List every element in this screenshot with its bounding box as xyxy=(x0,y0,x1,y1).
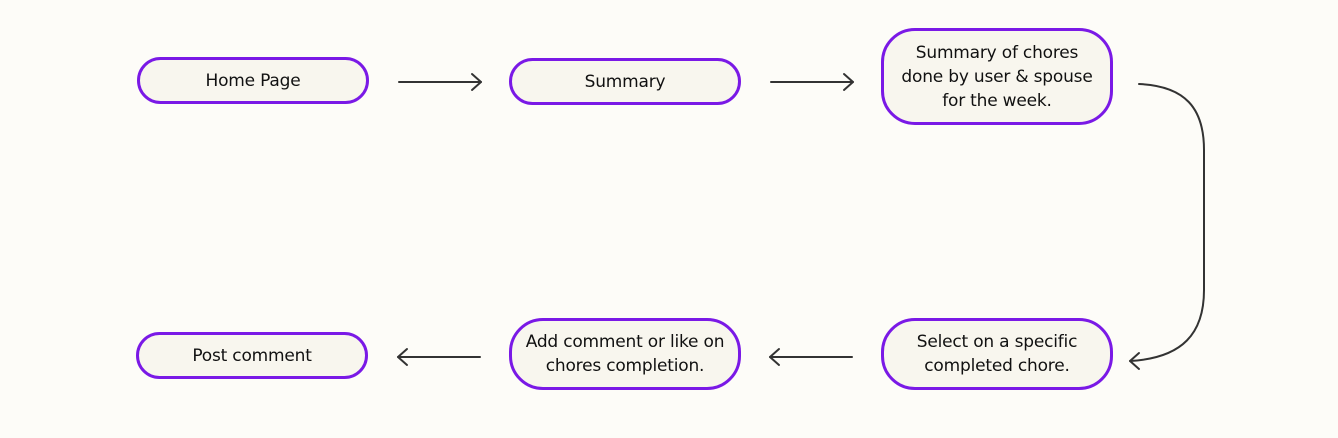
arrow-add-to-post xyxy=(397,348,481,366)
node-add-comment-label: Add comment or like on chores completion… xyxy=(525,332,725,376)
node-summary-label: Summary xyxy=(584,71,666,92)
arrow-home-to-summary xyxy=(398,73,482,91)
node-home-page: Home Page xyxy=(137,57,369,104)
arrow-week-to-select xyxy=(1129,83,1205,370)
node-select-chore: Select on a specific completed chore. xyxy=(881,318,1113,390)
arrow-select-to-add xyxy=(769,348,853,366)
node-home-page-label: Home Page xyxy=(205,70,301,91)
node-select-chore-label: Select on a specific completed chore. xyxy=(916,332,1078,376)
node-post-comment-label: Post comment xyxy=(192,345,312,366)
node-post-comment: Post comment xyxy=(136,332,368,379)
node-weekly-summary: Summary of chores done by user & spouse … xyxy=(881,28,1113,125)
node-add-comment: Add comment or like on chores completion… xyxy=(509,318,741,390)
node-weekly-summary-label: Summary of chores done by user & spouse … xyxy=(901,42,1093,111)
arrow-summary-to-week xyxy=(770,73,854,91)
node-summary: Summary xyxy=(509,58,741,105)
